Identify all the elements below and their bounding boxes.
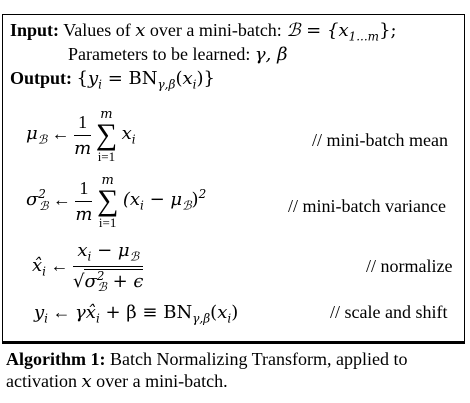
input-text-2: over a mini-batch: [149,20,282,40]
scale-lhs: yi [34,302,49,326]
step-scale-shift: yi ← γx̂i + β ≡ BNγ,β(xi) [34,302,238,326]
step-mean: μℬ ← 1 m m ∑ i=1 xi [26,108,136,163]
assign-arrow: ← [51,123,70,144]
normalize-lhs: x̂i [32,255,46,279]
normalize-denominator: √σ2ℬ + ϵ [73,268,144,295]
assign-arrow: ← [50,255,69,276]
algorithm-bottom-rule [2,342,465,344]
comment-normalize: // normalize [366,256,453,276]
mean-body: xi [121,123,136,147]
params-vars: γ, β [254,44,288,65]
batch-set: ℬ = {x1...m}; [286,20,397,44]
mean-lhs: μℬ [26,123,48,147]
params-text: Parameters to be learned: [68,44,251,64]
input-label: Input: [10,20,60,40]
variance-sum: m ∑ i=1 [96,173,119,230]
step-variance: σ2ℬ ← 1 m m ∑ i=1 (xi − μℬ)2 [26,174,206,229]
input-text-1: Values of [63,20,131,40]
normalize-numerator: xi − μℬ [77,240,140,264]
caption-text-1: Batch Normalizing Transform, applied to … [6,349,408,391]
algorithm-box [2,14,465,342]
comment-scale-shift: // scale and shift [330,302,448,322]
comment-variance: // mini-batch variance [288,196,446,216]
assign-arrow: ← [52,189,71,210]
output-line: Output: {{yyi = BNγ,β(xi)} [10,68,215,92]
output-expr: {{yyi = BNγ,β(xi)} [76,68,215,92]
normalize-fraction: xi − μℬ √σ2ℬ + ϵ [73,240,144,295]
mean-sum: m ∑ i=1 [95,107,118,164]
input-var: x [135,20,146,41]
caption-label: Algorithm 1: [6,349,106,369]
variance-body: (xi − μℬ)2 [122,187,207,213]
variance-lhs: σ2ℬ [26,187,49,213]
scale-rhs: γx̂i + β ≡ BNγ,β(xi) [75,302,239,326]
input-line: Input: Values of x over a mini-batch: ℬ … [10,20,397,44]
variance-fraction: 1 m [75,177,93,225]
output-label: Output: [10,68,73,88]
caption-text-2: over a mini-batch. [96,371,228,391]
comment-mean: // mini-batch mean [312,130,448,150]
mean-fraction: 1 m [74,111,92,159]
params-line: Parameters to be learned: γ, β [68,44,288,65]
step-normalize: x̂i ← xi − μℬ √σ2ℬ + ϵ [32,240,144,295]
assign-arrow: ← [52,302,71,322]
caption-var: x [81,371,92,392]
algorithm-caption: Algorithm 1: Batch Normalizing Transform… [6,348,464,393]
